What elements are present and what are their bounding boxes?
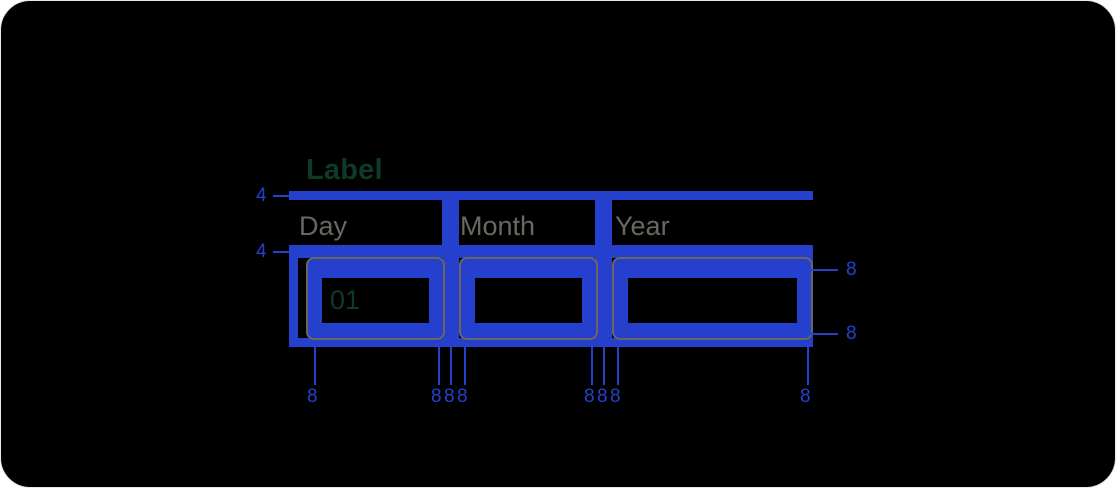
column-header-month: Month <box>460 211 536 241</box>
column-header-year: Year <box>615 211 670 241</box>
month-input-content[interactable] <box>475 278 582 323</box>
spacing-bar-middle <box>289 245 813 258</box>
dimension-label-bottom-8: 8 <box>800 386 811 407</box>
dimension-leader-bottom-1 <box>314 347 316 385</box>
month-input-field[interactable] <box>459 257 598 340</box>
dimension-label-bottom-6: 8 <box>597 386 608 407</box>
dimension-leader-bottom-6 <box>603 347 605 385</box>
dimension-label-left-1: 4 <box>256 185 267 206</box>
dimension-label-left-2: 4 <box>256 241 267 262</box>
dimension-label-bottom-5: 8 <box>584 386 595 407</box>
spacing-bar-top <box>289 191 813 200</box>
dimension-leader-bottom-7 <box>617 347 619 385</box>
dimension-label-bottom-4: 8 <box>457 386 468 407</box>
spacing-bar-bottom <box>289 338 813 347</box>
dimension-label-right-2: 8 <box>846 323 857 344</box>
dimension-leader-bottom-2 <box>438 347 440 385</box>
dimension-leader-bottom-3 <box>450 347 452 385</box>
dimension-label-bottom-2: 8 <box>431 386 442 407</box>
column-header-day: Day <box>299 211 348 241</box>
spacing-gap-day-month <box>442 191 459 347</box>
dimension-leader-left-2 <box>273 251 293 253</box>
dimension-label-bottom-3: 8 <box>444 386 455 407</box>
dimension-leader-bottom-4 <box>464 347 466 385</box>
dimension-leader-right-2 <box>806 333 838 335</box>
dimension-label-right-1: 8 <box>846 259 857 280</box>
dimension-leader-bottom-8 <box>807 347 809 385</box>
dimension-leader-right-1 <box>806 269 838 271</box>
dimension-label-bottom-1: 8 <box>307 386 318 407</box>
dimension-leader-left-1 <box>273 195 293 197</box>
year-input-field[interactable] <box>612 257 813 340</box>
day-input-content[interactable]: 01 <box>322 278 429 323</box>
form-label: Label <box>306 154 383 186</box>
spacing-rail-left <box>289 245 298 347</box>
year-input-content[interactable] <box>628 278 797 323</box>
dimension-leader-bottom-5 <box>591 347 593 385</box>
day-input-field[interactable]: 01 <box>306 257 445 340</box>
spacing-gap-month-year <box>595 191 612 347</box>
dimension-label-bottom-7: 8 <box>610 386 621 407</box>
day-input-value: 01 <box>330 285 361 315</box>
